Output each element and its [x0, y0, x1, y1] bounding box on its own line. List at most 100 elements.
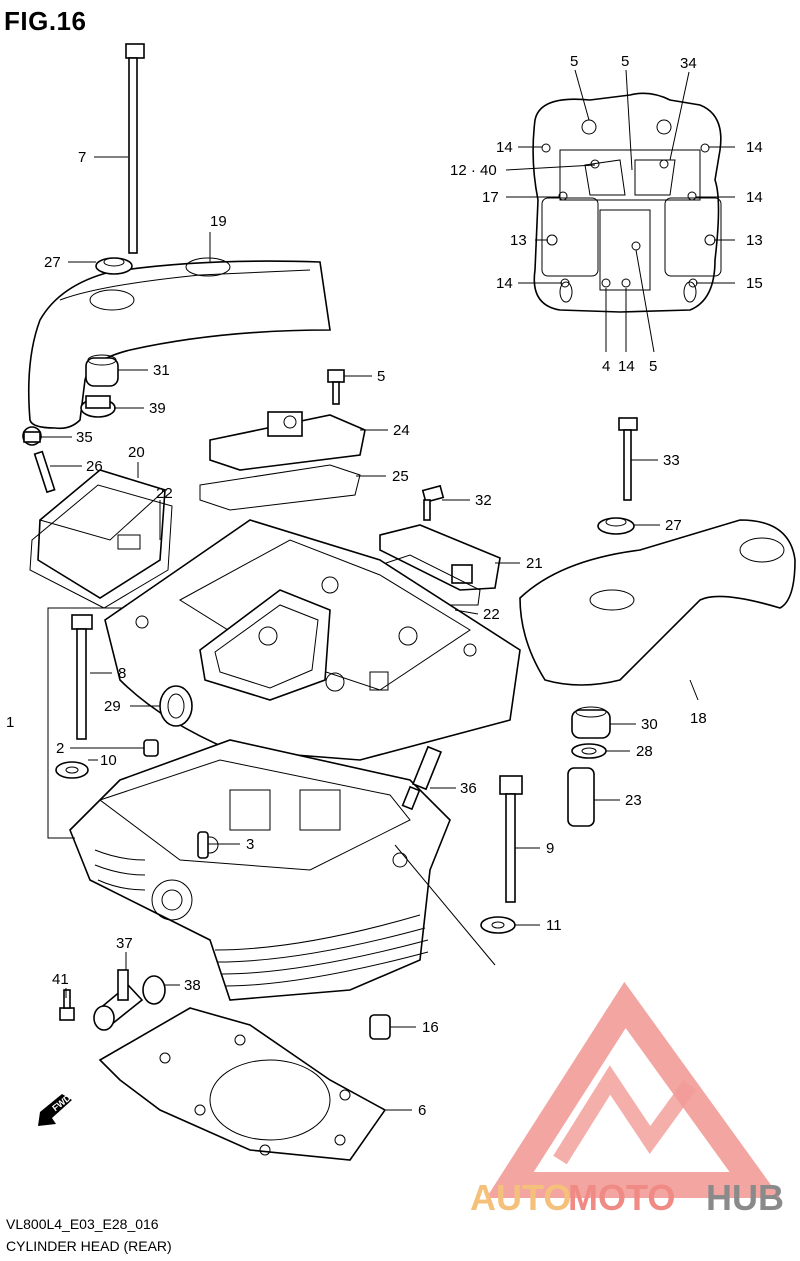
inset-callout-34: 34 [680, 55, 697, 72]
callout-8: 8 [118, 665, 126, 682]
stud-26 [33, 450, 56, 494]
washer-28 [571, 743, 607, 759]
callout-27a: 27 [44, 254, 61, 271]
bolt-32 [421, 484, 445, 521]
gasket-25 [199, 464, 361, 511]
inset-callout-14b: 14 [746, 139, 763, 156]
inset-callout-13a: 13 [510, 232, 527, 249]
bolt-8 [71, 614, 93, 740]
callout-3: 3 [246, 836, 254, 853]
dowel-16 [369, 1014, 391, 1040]
callout-26: 26 [86, 458, 103, 475]
bolt-33 [618, 417, 638, 501]
collar-23 [567, 767, 595, 827]
inset-head-top-view [532, 92, 722, 313]
inset-callout-14c: 14 [746, 189, 763, 206]
o-ring-38 [142, 975, 166, 1005]
callout-27b: 27 [665, 517, 682, 534]
callout-33: 33 [663, 452, 680, 469]
grommet-27a [95, 257, 133, 275]
watermark-moto: MOTO [568, 1177, 675, 1218]
callout-31: 31 [153, 362, 170, 379]
inset-callout-17: 17 [482, 189, 499, 206]
callout-38: 38 [184, 977, 201, 994]
callout-19: 19 [210, 213, 227, 230]
inset-callout-14d: 14 [496, 275, 513, 292]
cap-nut-35 [22, 426, 42, 446]
leader-lines [40, 69, 735, 1111]
bolt-7 [125, 43, 145, 254]
callout-36: 36 [460, 780, 477, 797]
gasket-22a [29, 484, 173, 609]
washer-10 [55, 761, 89, 779]
grommet-31 [85, 354, 119, 387]
figure-caption: CYLINDER HEAD (REAR) [6, 1238, 172, 1254]
callout-22b: 22 [483, 606, 500, 623]
group-bracket-1 [47, 607, 122, 839]
callout-10: 10 [100, 752, 117, 769]
inset-callout-13b: 13 [746, 232, 763, 249]
callout-20: 20 [128, 444, 145, 461]
figure-title: FIG.16 [4, 6, 87, 36]
model-code: VL800L4_E03_E28_016 [6, 1216, 159, 1232]
screw-41 [59, 989, 75, 1021]
head-cover-19 [27, 260, 331, 430]
bolt-5 [327, 369, 345, 405]
callout-2: 2 [56, 740, 64, 757]
callout-35: 35 [76, 429, 93, 446]
callout-37: 37 [116, 935, 133, 952]
callout-18: 18 [690, 710, 707, 727]
callout-16: 16 [422, 1019, 439, 1036]
union-37 [93, 969, 144, 1031]
cover-24 [209, 414, 366, 471]
grommet-27b [597, 517, 635, 535]
callout-5a: 5 [377, 368, 385, 385]
dowel-2 [143, 739, 159, 757]
callout-7: 7 [78, 149, 86, 166]
callout-9: 9 [546, 840, 554, 857]
inset-callout-5b: 5 [621, 53, 629, 70]
callout-32: 32 [475, 492, 492, 509]
watermark-hub: HUB [706, 1177, 784, 1218]
inset-callout-1240: 12 · 40 [450, 162, 497, 179]
gasket-6 [98, 1007, 387, 1161]
inset-callout-15: 15 [746, 275, 763, 292]
callout-6: 6 [418, 1102, 426, 1119]
inset-callout-5c: 5 [649, 358, 657, 375]
callout-28: 28 [636, 743, 653, 760]
fwd-label: FWD [50, 1092, 73, 1113]
callout-29: 29 [104, 698, 121, 715]
callout-22a: 22 [156, 485, 173, 502]
callout-1: 1 [6, 714, 14, 731]
spark-plug-36 [401, 745, 443, 811]
head-cover-18 [519, 519, 796, 686]
plug-29 [159, 685, 193, 727]
stud-3 [197, 831, 209, 859]
watermark-triangle [486, 981, 781, 1198]
inset-callout-4: 4 [602, 358, 610, 375]
callout-24: 24 [393, 422, 410, 439]
collar-39 [80, 395, 116, 418]
watermark-inner-m [553, 1065, 697, 1165]
watermark-logo [486, 981, 781, 1198]
callout-23: 23 [625, 792, 642, 809]
inset-callout-14a: 14 [496, 139, 513, 156]
callout-39: 39 [149, 400, 166, 417]
callout-25: 25 [392, 468, 409, 485]
washer-11 [480, 916, 516, 934]
watermark-auto: AUTO [470, 1177, 571, 1218]
cover-20 [37, 469, 166, 599]
callout-41: 41 [52, 971, 69, 988]
fwd-arrow-icon: FWD [38, 1092, 73, 1126]
bolt-9 [499, 775, 523, 903]
watermark-text: AUTO MOTO HUB [470, 1177, 784, 1218]
callout-30: 30 [641, 716, 658, 733]
inset-callout-5a: 5 [570, 53, 578, 70]
callout-labels: 7 27 19 31 39 35 26 20 22 5 24 25 32 21 … [6, 53, 763, 1119]
inset-callout-14e: 14 [618, 358, 635, 375]
grommet-30 [571, 706, 611, 739]
callout-21: 21 [526, 555, 543, 572]
cylinder-head-body [69, 519, 521, 1001]
callout-11: 11 [546, 917, 562, 934]
